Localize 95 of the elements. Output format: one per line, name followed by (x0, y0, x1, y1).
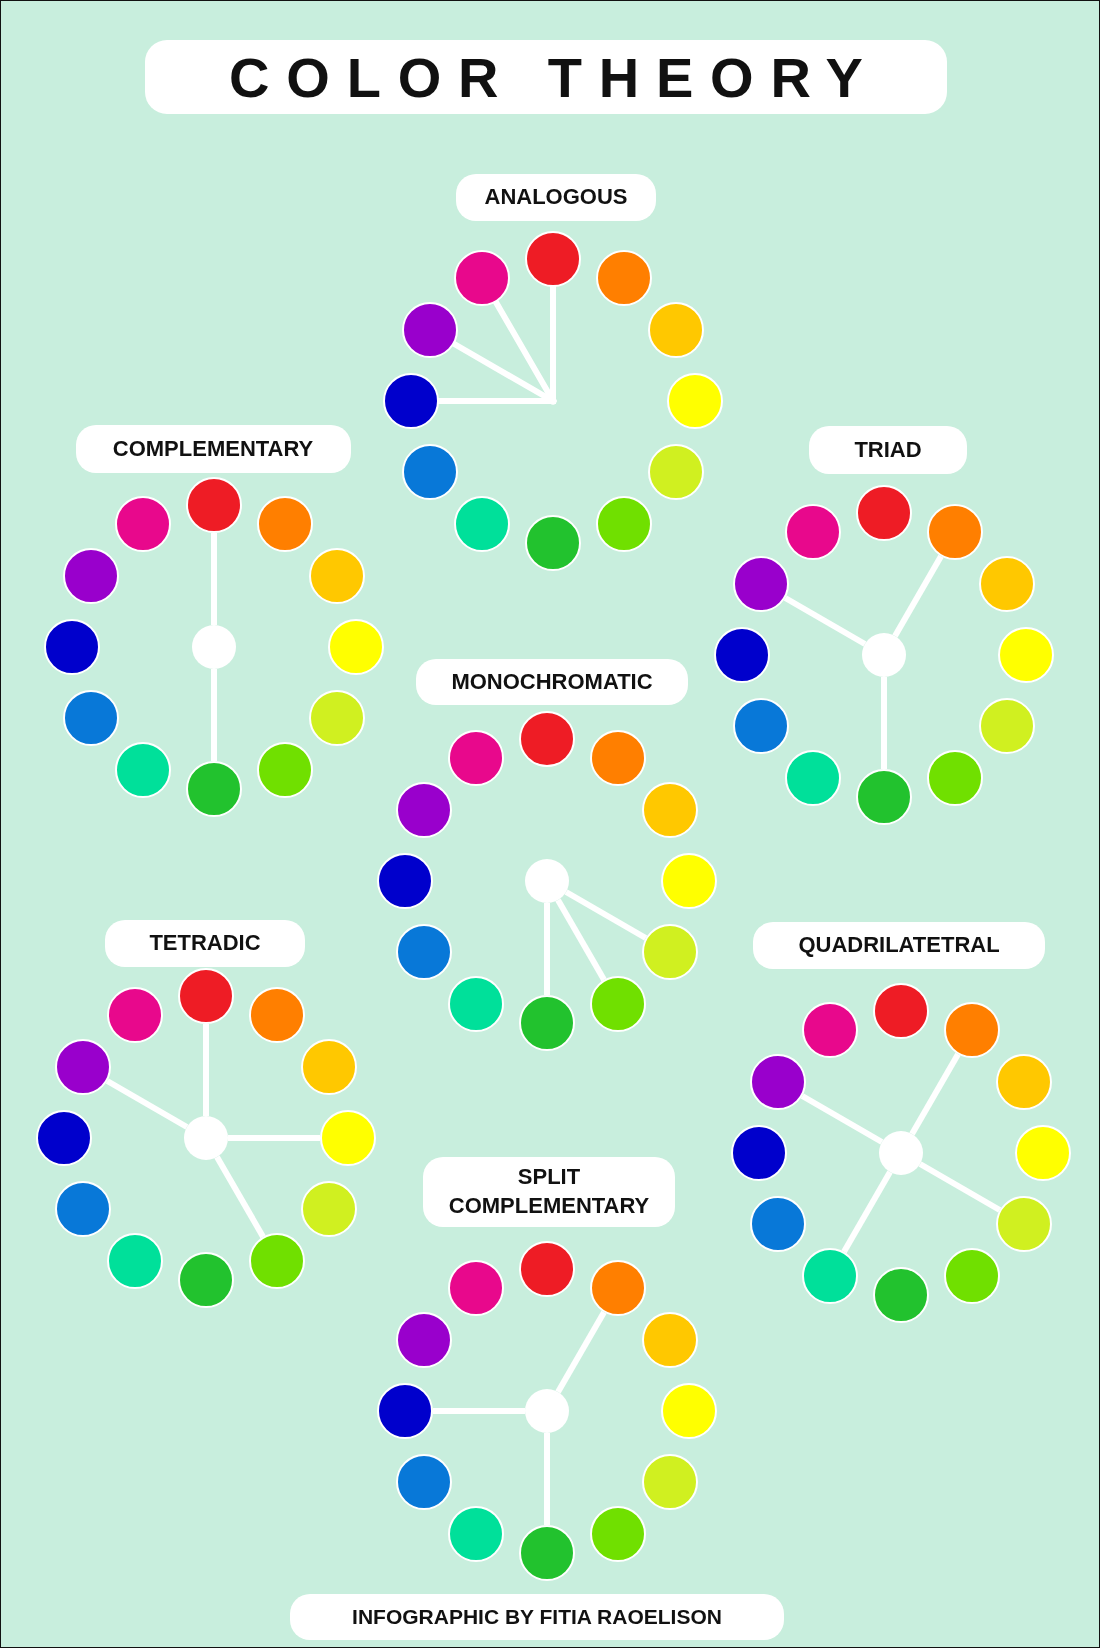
color-circle (36, 1110, 92, 1166)
connector-line (544, 1433, 550, 1525)
color-circle (396, 1454, 452, 1510)
connector-line (544, 903, 550, 995)
color-circle (519, 1525, 575, 1581)
color-circle (856, 769, 912, 825)
color-circle (714, 627, 770, 683)
color-circle (454, 250, 510, 306)
color-circle (873, 1267, 929, 1323)
color-circle (448, 1260, 504, 1316)
color-circle (396, 782, 452, 838)
connector-line (211, 533, 217, 625)
color-circle (873, 983, 929, 1039)
color-circle (590, 1260, 646, 1316)
color-circle (927, 504, 983, 560)
connector-line (841, 1170, 893, 1254)
connector-line (228, 1135, 320, 1141)
color-circle (1015, 1125, 1071, 1181)
color-circle (396, 924, 452, 980)
color-circle (107, 987, 163, 1043)
scheme-heading: TRIAD (809, 426, 967, 474)
connector-line (203, 1024, 209, 1116)
color-circle (802, 1002, 858, 1058)
color-circle (856, 485, 912, 541)
connector-line (564, 889, 648, 941)
color-circle (661, 853, 717, 909)
connector-line (892, 554, 944, 638)
connector-line (909, 1052, 961, 1136)
connector-line (881, 677, 887, 769)
scheme-heading: SPLIT COMPLEMENTARY (423, 1157, 675, 1227)
color-circle (383, 373, 439, 429)
color-circle (998, 627, 1054, 683)
color-circle (733, 556, 789, 612)
connector-line (211, 669, 217, 761)
scheme-heading: ANALOGOUS (456, 173, 656, 221)
color-circle (448, 730, 504, 786)
hub-circle (525, 1389, 569, 1433)
color-circle (590, 975, 646, 1032)
hub-circle (879, 1131, 923, 1175)
connector-line (451, 341, 556, 404)
connector-line (105, 1078, 189, 1130)
hub-circle (862, 633, 906, 677)
credit-caption: INFOGRAPHIC BY FITIA RAOELISON (290, 1594, 784, 1640)
color-circle (377, 853, 433, 909)
color-circle (55, 1039, 111, 1095)
color-circle (750, 1196, 806, 1252)
color-circle (519, 1241, 575, 1297)
scheme-heading: MONOCHROMATIC (416, 659, 688, 705)
color-circle (590, 730, 646, 786)
connector-line (918, 1161, 1002, 1213)
color-circle (257, 496, 313, 552)
hub-circle (184, 1116, 228, 1160)
connector-line (555, 1310, 607, 1394)
color-circle (525, 231, 581, 287)
color-circle (661, 1383, 717, 1439)
hub-circle (192, 625, 236, 669)
color-circle (396, 1312, 452, 1368)
color-circle (63, 690, 119, 746)
connector-line (493, 299, 556, 404)
color-circle (249, 987, 305, 1043)
color-circle (596, 250, 652, 306)
connector-line (433, 1408, 525, 1414)
color-circle (178, 1252, 234, 1308)
connector-line (214, 1155, 266, 1239)
title: COLOR THEORY (145, 40, 947, 114)
scheme-heading: TETRADIC (105, 919, 305, 967)
color-circle (249, 1232, 305, 1289)
color-circle (178, 968, 234, 1024)
connector-line (783, 595, 867, 647)
color-circle (115, 496, 171, 552)
color-circle (525, 515, 581, 571)
scheme-heading: COMPLEMENTARY (75, 425, 351, 473)
connector-line (555, 898, 607, 982)
color-circle (402, 444, 458, 500)
color-circle (944, 1002, 1000, 1058)
color-circle (731, 1125, 787, 1181)
color-circle (402, 302, 458, 358)
color-circle (377, 1383, 433, 1439)
color-circle (55, 1181, 111, 1237)
color-circle (186, 477, 242, 533)
color-circle (44, 619, 100, 675)
color-circle (733, 698, 789, 754)
color-circle (186, 761, 242, 817)
color-circle (328, 619, 384, 675)
color-circle (519, 711, 575, 767)
connector-line (800, 1093, 884, 1145)
color-circle (519, 995, 575, 1051)
scheme-heading: QUADRILATETRAL (753, 921, 1045, 969)
color-circle (667, 373, 723, 429)
hub-circle (525, 859, 569, 903)
color-circle (750, 1054, 806, 1110)
color-circle (320, 1110, 376, 1166)
color-circle (785, 504, 841, 560)
color-circle (995, 1196, 1052, 1252)
color-circle (63, 548, 119, 604)
